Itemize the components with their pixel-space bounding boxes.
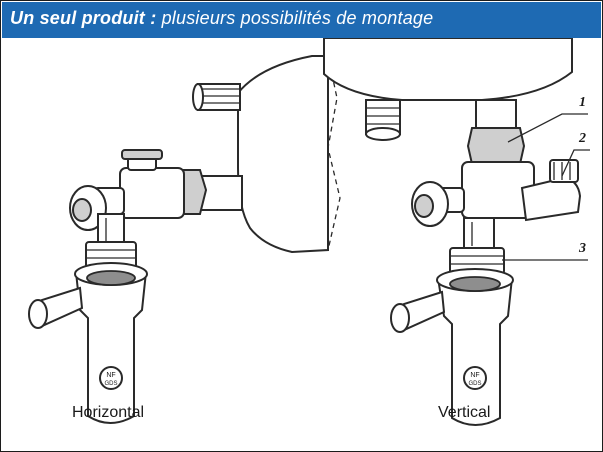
caption-vertical: Vertical	[438, 404, 491, 421]
caption-horizontal: Horizontal	[72, 404, 145, 421]
mounting-illustration: NF GDS	[28, 37, 590, 426]
page-title: Un seul produit : plusieurs possibilités…	[10, 8, 433, 29]
callout-3: 3	[579, 241, 586, 256]
horizontal-badge-text: GDS	[104, 381, 117, 387]
vertical-hex-nut	[466, 127, 526, 165]
horizontal-valve-body	[119, 167, 185, 219]
callout-line-1	[507, 113, 588, 143]
vertical-badge-text: GDS	[468, 381, 481, 387]
callout-2: 2	[579, 131, 586, 146]
horizontal-bottom-pipe	[199, 175, 243, 211]
mounting-diagram: NF GDS	[2, 37, 601, 450]
title-bold: Un seul produit :	[10, 8, 157, 28]
horizontal-siphon-cup	[74, 271, 148, 424]
vertical-badge-mark: NF	[470, 372, 479, 379]
horizontal-heater-tank	[237, 55, 329, 254]
title-rest: plusieurs possibilités de montage	[161, 8, 434, 28]
callout-line-2	[561, 149, 590, 177]
vertical-heater-tank	[323, 37, 573, 101]
title-banner: Un seul produit : plusieurs possibilités…	[2, 2, 601, 38]
horizontal-assembly: NF GDS	[28, 55, 341, 424]
horizontal-badge-mark: NF	[106, 372, 115, 379]
horizontal-top-pipe	[197, 83, 241, 111]
vertical-siphon-cup	[436, 277, 514, 426]
vertical-assembly: NF GDS	[323, 37, 590, 426]
vertical-pipe	[475, 99, 517, 129]
vertical-nf-badge	[463, 366, 487, 390]
horizontal-nf-badge	[99, 366, 123, 390]
callout-1: 1	[579, 95, 586, 110]
